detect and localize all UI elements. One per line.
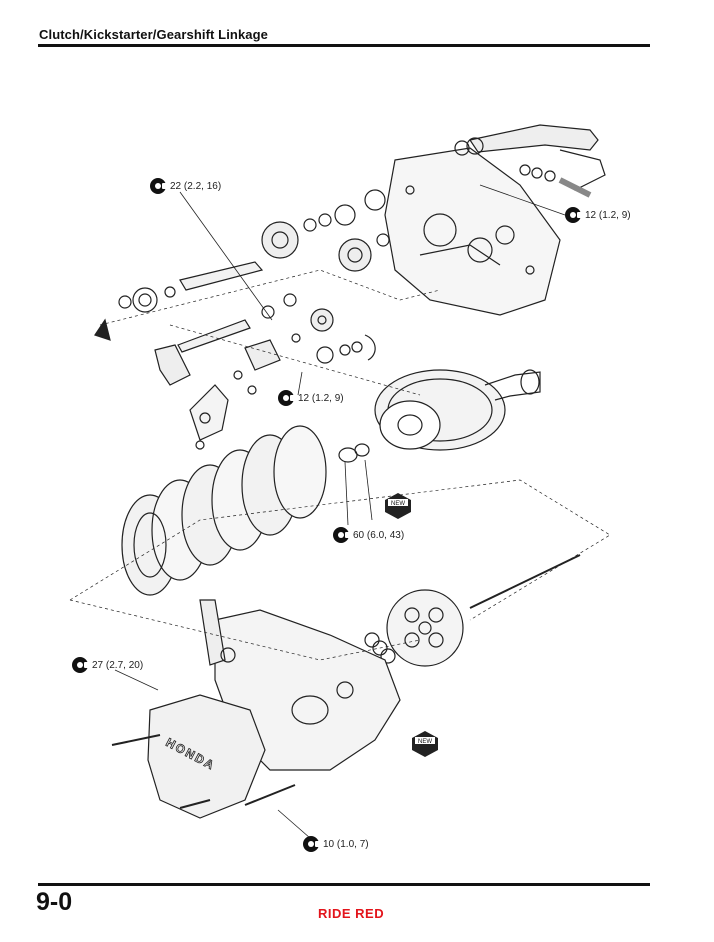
new-badge-icon: NEW xyxy=(385,493,411,519)
new-badge-icon: NEW xyxy=(412,731,438,757)
new-badge-label-1: NEW xyxy=(391,501,405,507)
torque-value: 12 (1.2, 9) xyxy=(298,392,344,404)
leader-t4 xyxy=(344,461,349,526)
direction-arrow xyxy=(94,318,111,341)
leader-t2 xyxy=(479,184,566,216)
torque-callout: 10 (1.0, 7) xyxy=(303,836,369,852)
kick-gear xyxy=(261,221,299,259)
torque-wrench-icon xyxy=(565,207,583,223)
kick-spindle xyxy=(179,189,390,291)
torque-wrench-icon xyxy=(150,178,168,194)
leader-t5 xyxy=(114,669,159,691)
kick-spring xyxy=(118,286,176,313)
leader-t1 xyxy=(179,191,273,321)
clutch-outer xyxy=(374,369,541,451)
torque-callout: 12 (1.2, 9) xyxy=(278,390,344,406)
lifter-rod xyxy=(469,554,581,609)
idle-gear xyxy=(338,238,372,272)
springs-top xyxy=(519,164,592,198)
footer-rule xyxy=(38,883,650,886)
page-title: Clutch/Kickstarter/Gearshift Linkage xyxy=(39,27,268,42)
header-rule xyxy=(38,44,650,47)
torque-value: 60 (6.0, 43) xyxy=(353,529,405,541)
torque-value: 12 (1.2, 9) xyxy=(585,209,631,221)
shift-drum-cam xyxy=(261,293,334,343)
torque-value: 27 (2.7, 20) xyxy=(92,659,144,671)
torque-wrench-icon xyxy=(333,527,351,543)
new-badge-label-2: NEW xyxy=(418,739,432,745)
torque-callout: 27 (2.7, 20) xyxy=(72,657,143,673)
outer-cover xyxy=(111,694,296,819)
crankcase xyxy=(384,147,561,316)
leader-t3 xyxy=(297,371,303,396)
torque-value: 22 (2.2, 16) xyxy=(170,180,222,192)
oil-seal-top xyxy=(454,140,470,156)
pressure-plate xyxy=(386,589,464,667)
shift-spindle xyxy=(154,319,281,395)
right-cover xyxy=(199,599,401,771)
torque-callout: 22 (2.2, 16) xyxy=(150,178,221,194)
torque-wrench-icon xyxy=(72,657,90,673)
stopper-arm xyxy=(316,334,376,364)
torque-wrench-icon xyxy=(303,836,321,852)
torque-callout: 60 (6.0, 43) xyxy=(333,527,404,543)
leader-t6 xyxy=(277,809,311,839)
torque-value: 10 (1.0, 7) xyxy=(323,838,369,850)
torque-callout: 12 (1.2, 9) xyxy=(565,207,631,223)
brand-logo: RIDE RED xyxy=(318,906,385,921)
clutch-plates xyxy=(121,425,327,596)
page-number: 9-0 xyxy=(36,888,73,916)
torque-wrench-icon xyxy=(278,390,296,406)
stopper-plate xyxy=(189,384,229,450)
lock-washer xyxy=(338,443,370,463)
